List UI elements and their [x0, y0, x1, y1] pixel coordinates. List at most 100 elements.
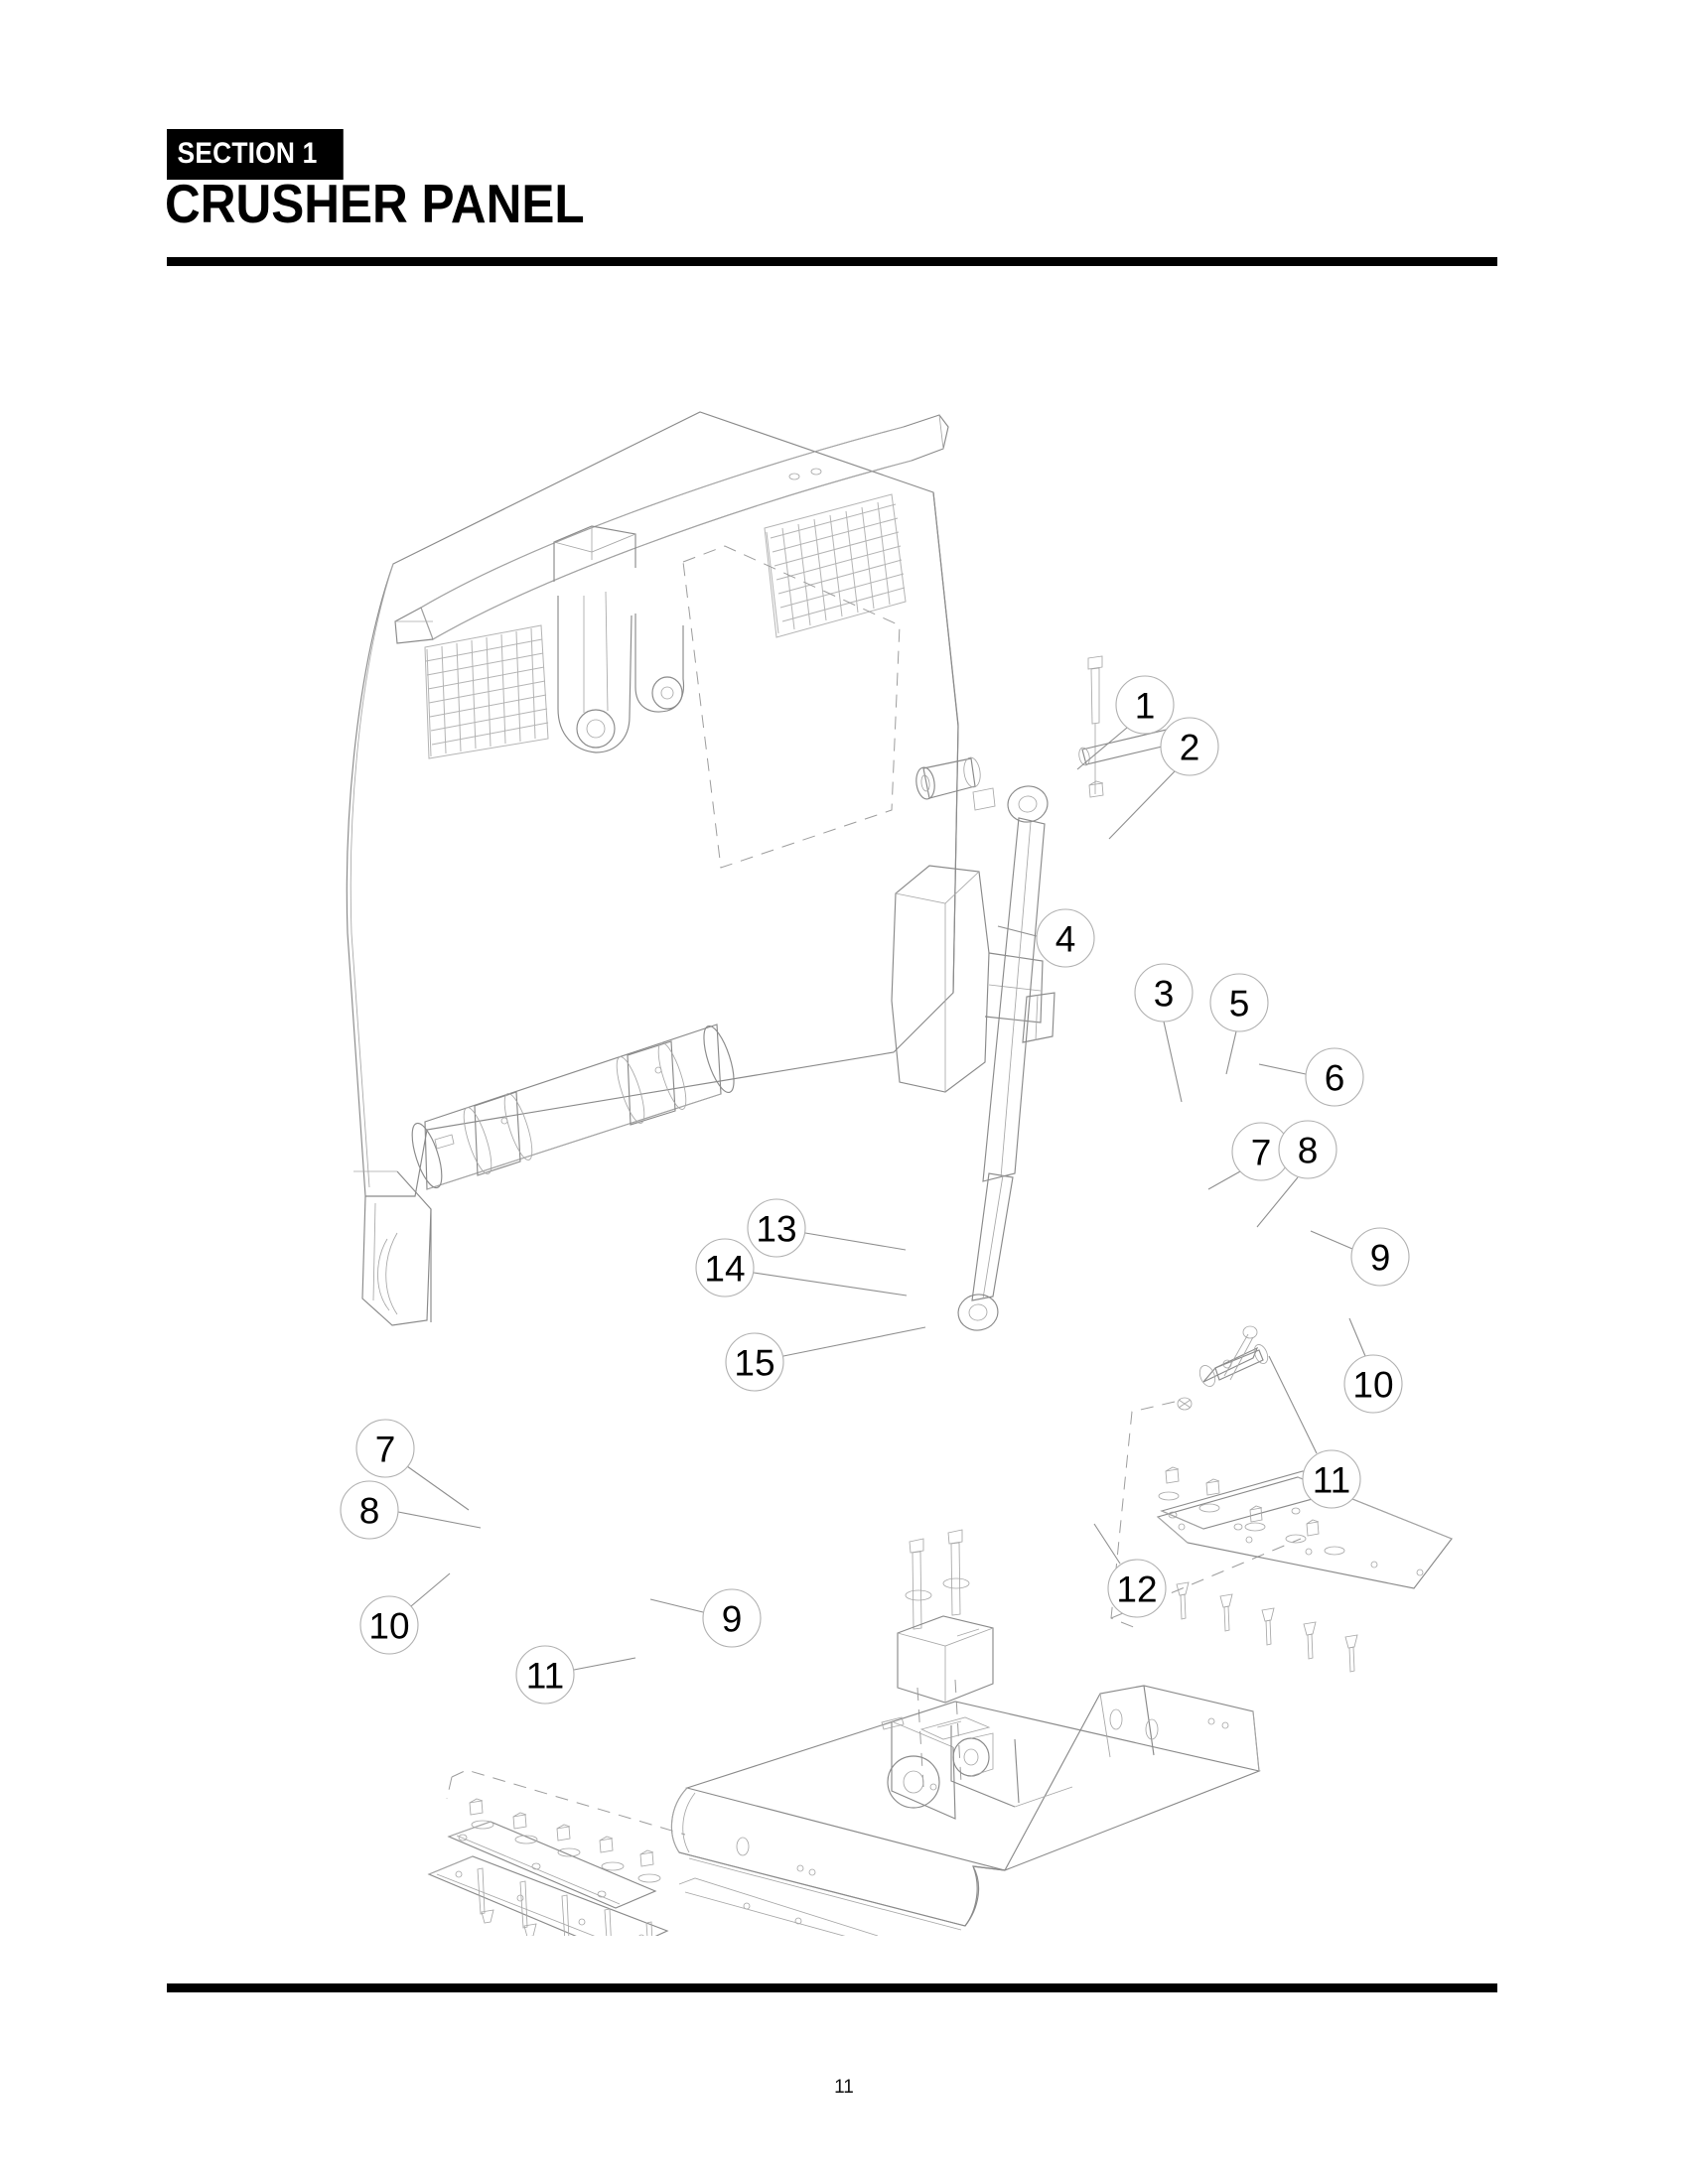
callout-bubble-11: [1302, 1449, 1361, 1509]
part-6-handle-rod: [1198, 1344, 1269, 1387]
crusher-cylinder-tube: [411, 1024, 735, 1190]
callout-8: 8: [1256, 1120, 1337, 1228]
part-9-right-wear-plate: [1156, 1476, 1453, 1589]
callout-1: 1: [1076, 675, 1175, 770]
callout-bubble-9b: [702, 1588, 762, 1648]
callout-8b: 8: [340, 1480, 482, 1540]
callout-leader-4: [997, 925, 1038, 937]
callout-bubble-8: [1278, 1120, 1337, 1179]
callout-number-10b: 10: [368, 1606, 409, 1647]
part-3-nut: [1088, 780, 1193, 1411]
callout-leader-3: [1163, 1021, 1183, 1103]
callout-leader-1: [1076, 727, 1128, 770]
callout-10b: 10: [359, 1572, 451, 1655]
callout-leader-10b: [410, 1572, 451, 1607]
callout-leader-7: [1207, 1170, 1241, 1190]
panel-pivot-bracket: [891, 865, 1044, 1093]
callout-leader-11b: [573, 1657, 636, 1671]
callout-number-5: 5: [1229, 984, 1250, 1024]
footer-rule: [167, 1983, 1497, 1992]
callout-bubble-6: [1305, 1047, 1364, 1107]
part-15-mount-block: [897, 1615, 994, 1788]
callout-7b: 7: [355, 1419, 470, 1511]
callout-number-11: 11: [1313, 1460, 1350, 1501]
callout-number-11b: 11: [526, 1656, 564, 1697]
callout-bubble-14: [695, 1238, 755, 1297]
panel-mesh-screen-left: [424, 624, 549, 759]
crusher-panel-body: [346, 411, 959, 1326]
part-14-washers: [905, 1577, 970, 1601]
callout-leader-5: [1225, 1030, 1237, 1075]
callout-number-15: 15: [734, 1343, 774, 1384]
part-7-left-nuts: [469, 1798, 654, 1867]
panel-inner-dashed-outline: [682, 545, 901, 869]
section-badge: SECTION 1: [167, 129, 344, 180]
callout-number-6: 6: [1325, 1058, 1345, 1099]
callout-bubble-1: [1115, 675, 1175, 735]
callout-7: 7: [1207, 1122, 1291, 1190]
panel-hinge-links: [557, 591, 685, 753]
callout-bubble-4: [1036, 908, 1095, 968]
part-13-bolts: [909, 1529, 963, 1630]
callout-leader-14: [753, 1272, 908, 1297]
callout-11: 11: [1268, 1355, 1361, 1509]
callout-bubble-7b: [355, 1419, 415, 1478]
callout-number-7b: 7: [375, 1430, 396, 1470]
callout-3: 3: [1134, 963, 1194, 1103]
callout-12: 12: [1093, 1523, 1167, 1618]
part-7-right-nuts: [1165, 1466, 1320, 1537]
part-1-bolt: [1087, 655, 1103, 794]
callout-leader-8: [1256, 1176, 1299, 1228]
part-8-left-washers: [471, 1820, 661, 1883]
callout-leader-15: [782, 1326, 926, 1357]
callout-bubble-13: [747, 1198, 806, 1258]
callout-leader-7b: [406, 1465, 470, 1511]
callout-13: 13: [747, 1198, 907, 1258]
callout-leader-10: [1348, 1317, 1366, 1357]
callout-number-8b: 8: [359, 1491, 380, 1532]
callout-leader-8b: [397, 1511, 482, 1529]
part-10-left-wear-plate: [427, 1855, 669, 1936]
panel-top-rail: [394, 414, 949, 644]
callout-10: 10: [1343, 1317, 1403, 1414]
callout-number-1: 1: [1135, 686, 1156, 727]
callout-number-7: 7: [1251, 1133, 1272, 1173]
part-9-left-back-plate: [447, 1821, 657, 1909]
callout-14: 14: [695, 1238, 908, 1297]
callout-bubble-10: [1343, 1354, 1403, 1414]
left-assembly-dashed-outline: [446, 1769, 686, 1836]
callout-bubble-5: [1209, 973, 1269, 1032]
callout-bubble-15: [725, 1332, 784, 1392]
callout-number-8: 8: [1298, 1131, 1319, 1171]
callout-9b: 9: [649, 1588, 762, 1648]
part-11-right-bolts: [1176, 1581, 1358, 1673]
callout-bubble-11b: [515, 1645, 575, 1705]
part-11-left-bolts: [477, 1867, 653, 1936]
callout-bubble-8b: [340, 1480, 399, 1540]
callout-leader-6: [1258, 1063, 1307, 1075]
callout-5: 5: [1209, 973, 1269, 1075]
part-12-base-tray: [670, 1685, 1261, 1936]
callout-11b: 11: [515, 1645, 636, 1705]
callout-15: 15: [725, 1326, 926, 1392]
callout-number-9b: 9: [722, 1599, 743, 1640]
callout-leader-12: [1093, 1523, 1121, 1565]
gas-strut-actuator: [957, 785, 1055, 1331]
callout-leader-11: [1268, 1355, 1318, 1454]
callout-bubble-12: [1107, 1559, 1167, 1618]
callout-bubble-3: [1134, 963, 1194, 1023]
callout-number-2: 2: [1180, 728, 1200, 768]
callout-2: 2: [1108, 717, 1219, 840]
part-8-right-washers: [1158, 1491, 1345, 1556]
callout-number-12: 12: [1116, 1570, 1157, 1610]
callout-number-9: 9: [1370, 1238, 1391, 1279]
callout-number-3: 3: [1154, 974, 1175, 1015]
callout-9: 9: [1310, 1227, 1410, 1287]
callout-leader-9: [1310, 1230, 1353, 1250]
callout-4: 4: [997, 908, 1095, 968]
callout-bubble-9: [1350, 1227, 1410, 1287]
header-rule: [167, 257, 1497, 266]
